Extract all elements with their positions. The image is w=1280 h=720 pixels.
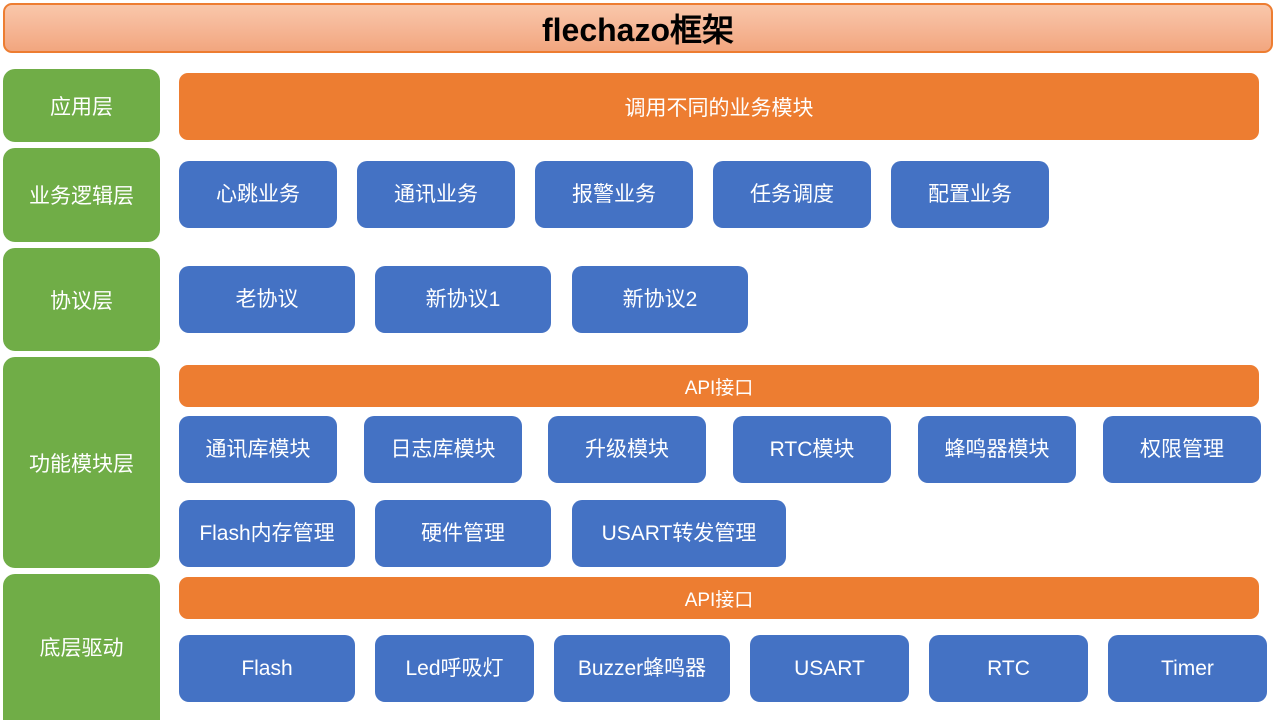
layer-label-text: 功能模块层 [29,452,134,476]
business-module-heartbeat[interactable]: 心跳业务 [179,161,337,228]
function-module-usart-forward[interactable]: USART转发管理 [572,500,786,567]
module-label: 老协议 [235,287,299,311]
module-label: Buzzer蜂鸣器 [577,656,707,680]
driver-module-buzzer[interactable]: Buzzer蜂鸣器 [554,635,730,702]
layer-label-function: 功能模块层 [3,357,160,568]
layer-label-business: 业务逻辑层 [3,148,160,242]
module-label: Timer [1161,656,1214,680]
protocol-module-new1[interactable]: 新协议1 [375,266,551,333]
module-label: 任务调度 [750,182,834,206]
module-label: RTC [987,656,1030,680]
driver-module-led[interactable]: Led呼吸灯 [375,635,534,702]
layer-label-application: 应用层 [3,69,160,142]
module-label: Flash [241,656,293,680]
driver-layer-api-bar: API接口 [179,577,1259,619]
module-label: 蜂鸣器模块 [944,437,1050,461]
module-label: RTC模块 [769,437,855,461]
module-label: 新协议1 [425,287,501,311]
protocol-module-legacy[interactable]: 老协议 [179,266,355,333]
module-label: 报警业务 [572,182,656,206]
page-title: flechazo框架 [541,12,735,48]
function-module-upgrade[interactable]: 升级模块 [548,416,706,483]
module-label: 硬件管理 [421,521,505,545]
module-label: 升级模块 [585,437,669,461]
module-label: 通讯库模块 [205,437,311,461]
diagram-title-bar: flechazo框架 [3,3,1273,53]
layer-label-text: 底层驱动 [39,637,124,660]
module-label: 通讯业务 [394,182,478,206]
function-module-buzzer[interactable]: 蜂鸣器模块 [918,416,1076,483]
module-label: 心跳业务 [216,182,300,206]
module-label: 新协议2 [622,287,698,311]
function-module-comm-library[interactable]: 通讯库模块 [179,416,337,483]
module-label: 日志库模块 [390,437,496,461]
business-module-task-scheduling[interactable]: 任务调度 [713,161,871,228]
layer-label-text: 应用层 [50,95,113,119]
function-module-permission[interactable]: 权限管理 [1103,416,1261,483]
module-label: 权限管理 [1140,437,1224,461]
application-layer-bar: 调用不同的业务模块 [179,73,1259,140]
module-label: 配置业务 [928,182,1012,206]
application-layer-bar-label: 调用不同的业务模块 [624,96,814,120]
function-module-flash-memory[interactable]: Flash内存管理 [179,500,355,567]
business-module-configuration[interactable]: 配置业务 [891,161,1049,228]
business-module-alarm[interactable]: 报警业务 [535,161,693,228]
function-layer-api-bar: API接口 [179,365,1259,407]
function-module-hardware[interactable]: 硬件管理 [375,500,551,567]
module-label: Flash内存管理 [199,521,335,545]
driver-module-rtc[interactable]: RTC [929,635,1088,702]
module-label: USART转发管理 [601,521,757,545]
layer-label-text: 协议层 [50,289,113,313]
api-bar-label: API接口 [684,377,754,399]
driver-module-usart[interactable]: USART [750,635,909,702]
layer-label-text: 业务逻辑层 [29,185,134,208]
layer-label-protocol: 协议层 [3,248,160,351]
driver-module-flash[interactable]: Flash [179,635,355,702]
function-module-rtc[interactable]: RTC模块 [733,416,891,483]
driver-module-timer[interactable]: Timer [1108,635,1267,702]
layer-label-driver: 底层驱动 [3,574,160,720]
business-module-communication[interactable]: 通讯业务 [357,161,515,228]
module-label: USART [794,656,865,680]
function-module-log-library[interactable]: 日志库模块 [364,416,522,483]
api-bar-label: API接口 [684,589,754,611]
protocol-module-new2[interactable]: 新协议2 [572,266,748,333]
module-label: Led呼吸灯 [405,656,504,680]
